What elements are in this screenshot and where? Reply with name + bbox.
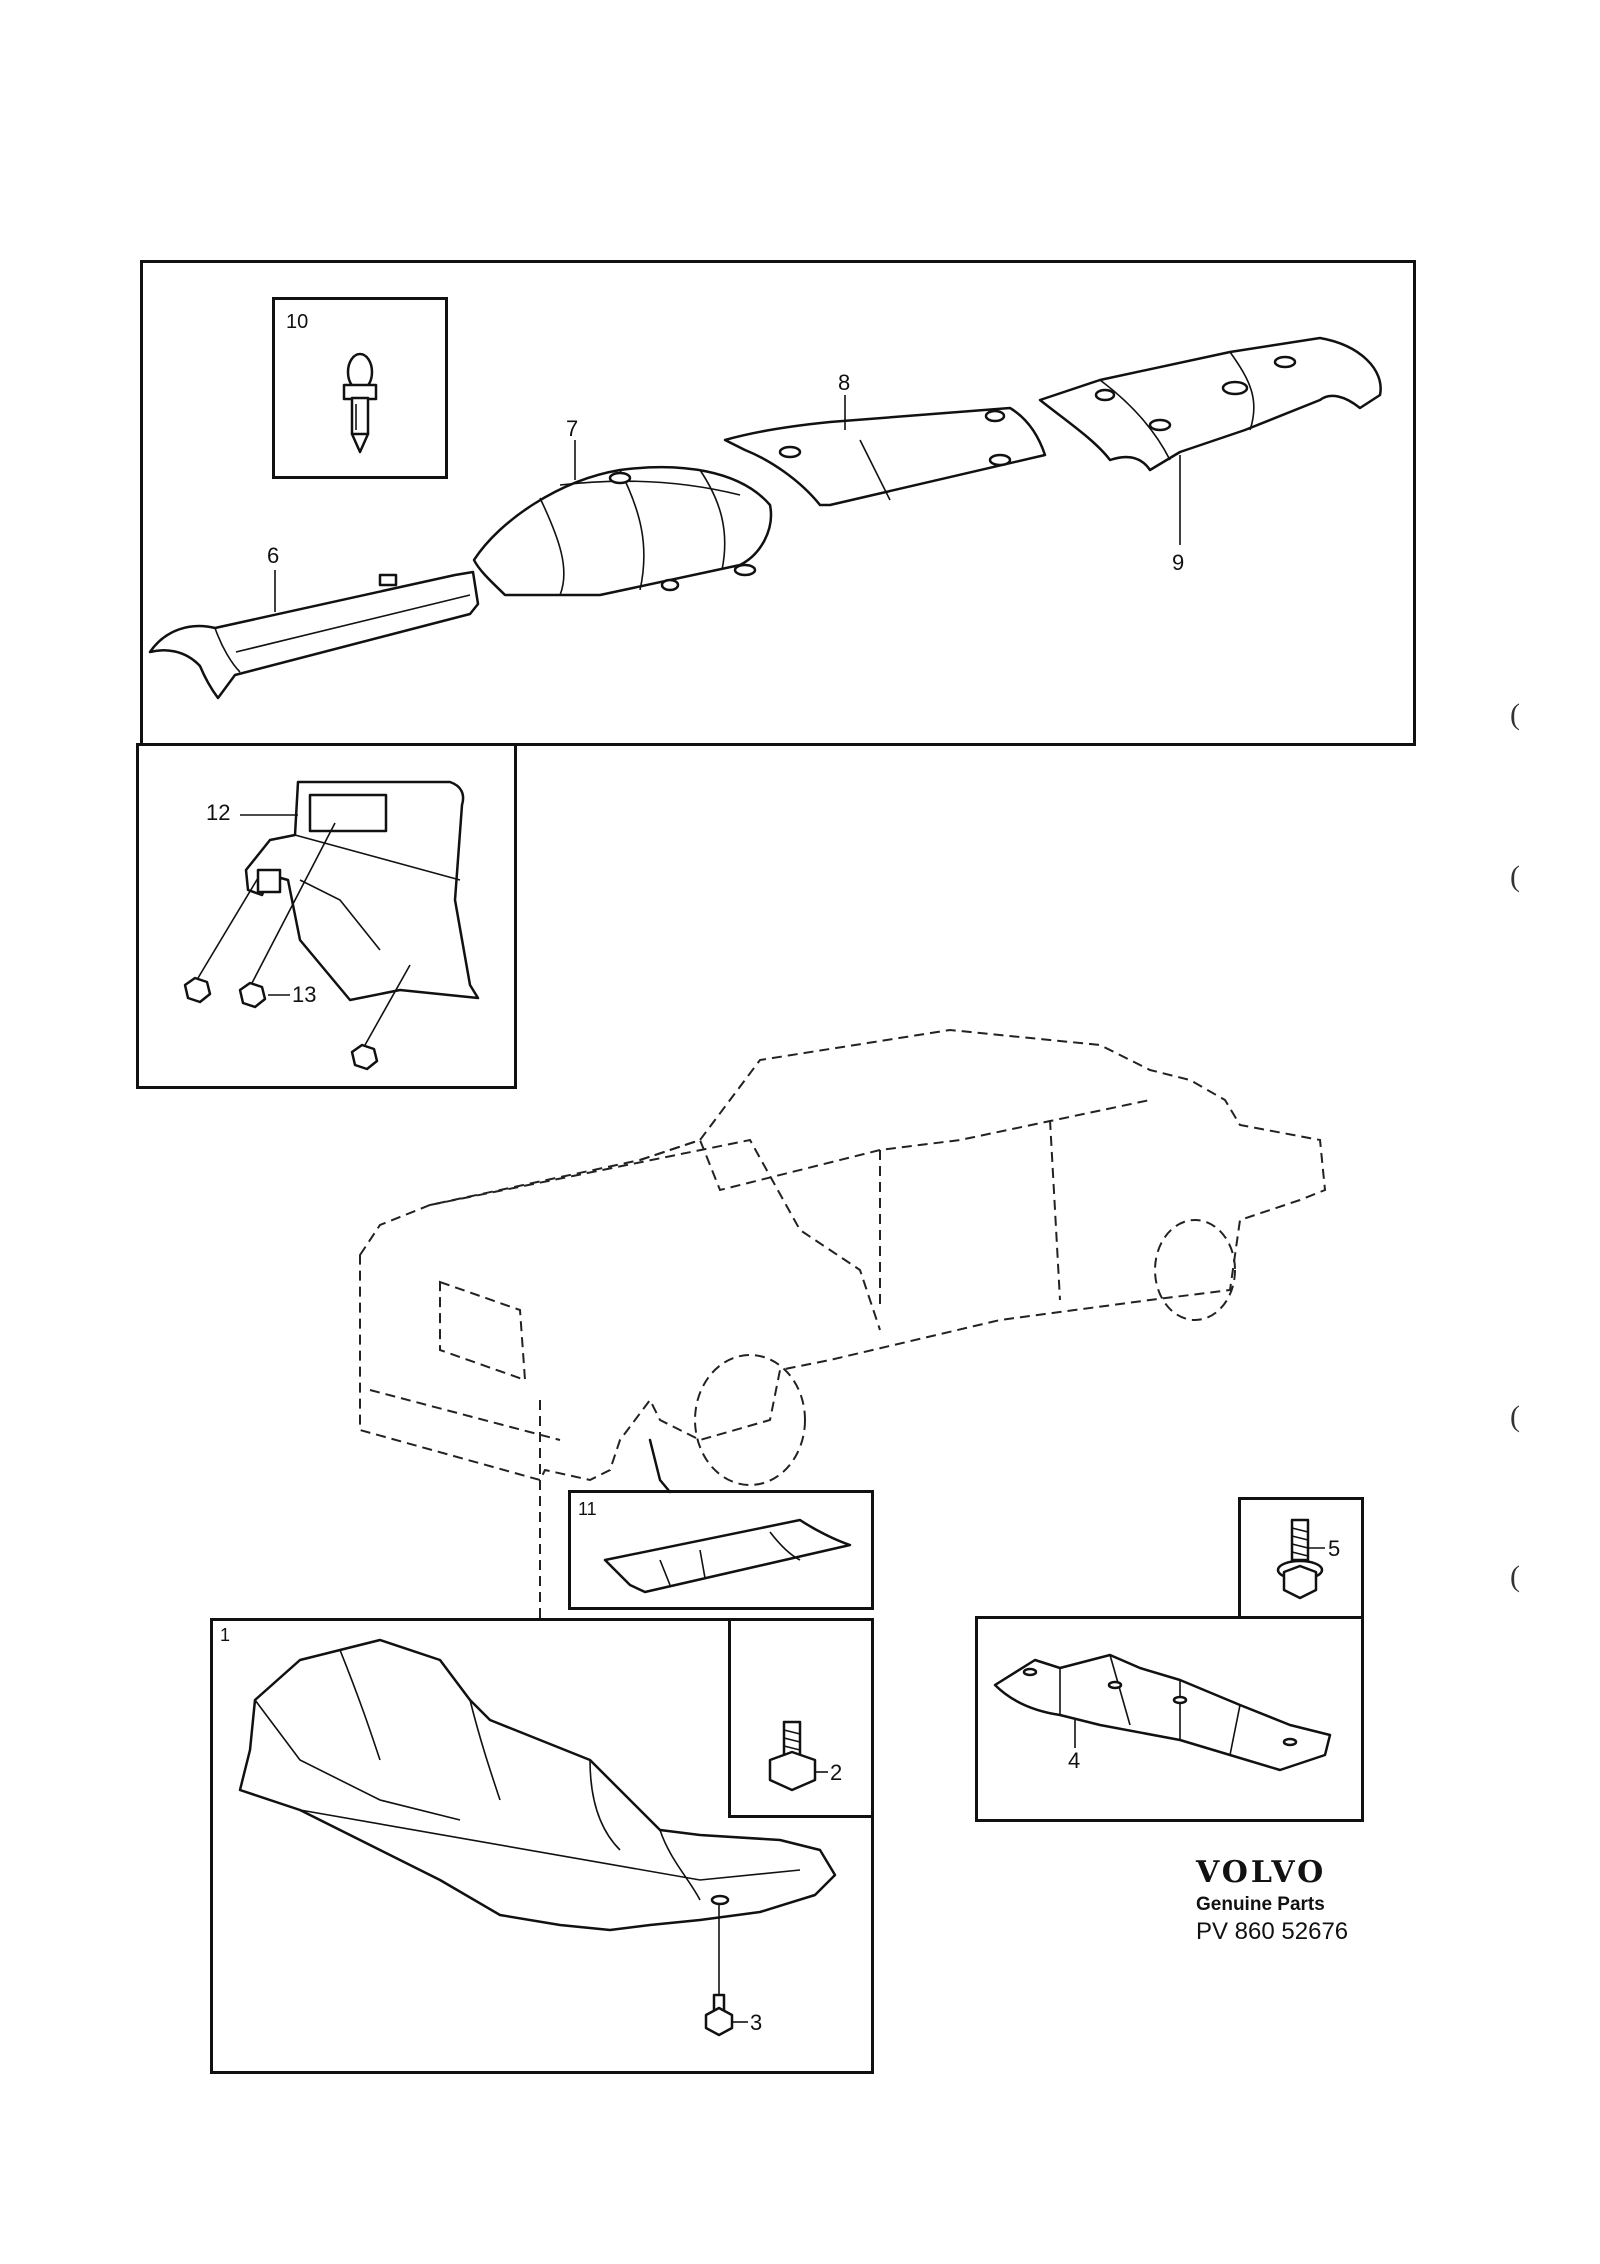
center-heat-shield-illustration [723, 406, 1047, 507]
brand-logo: VOLVO [1196, 1855, 1327, 1890]
callout-10: 10 [286, 311, 309, 333]
callout-7: 7 [566, 416, 579, 441]
bracket-panel [975, 1616, 1364, 1822]
car-outline-illustration [359, 1028, 1327, 1618]
bolt-inset-box [728, 1618, 874, 1818]
splash-guard-panel [136, 743, 517, 1089]
plate-11-illustration [603, 1518, 852, 1594]
margin-mark: ( [1510, 1400, 1520, 1433]
callout-13: 13 [292, 982, 317, 1007]
skid-plate-panel [210, 1618, 874, 2074]
flange-screw-illustration [1276, 1518, 1325, 1600]
leader-lines [274, 395, 1181, 612]
rear-heat-shield-illustration [1038, 336, 1382, 472]
margin-mark: ( [1510, 860, 1520, 893]
catalyst-heat-shield-illustration [472, 465, 773, 597]
part-number-code: PV 860 52676 [1196, 1918, 1349, 1945]
bolt-illustration [768, 1720, 828, 1792]
bracket-illustration [993, 1653, 1332, 1772]
callout-2: 2 [830, 1760, 843, 1785]
callout-8: 8 [838, 370, 851, 395]
push-clip-illustration [342, 352, 378, 454]
clip-inset-box [272, 297, 448, 479]
callout-11: 11 [578, 1499, 597, 1519]
splash-guard-illustration [244, 780, 480, 1002]
margin-mark: ( [1510, 1560, 1520, 1593]
screw-illustration [704, 1905, 748, 2037]
callout-1: 1 [220, 1625, 231, 1645]
callout-9: 9 [1172, 550, 1185, 575]
part-11-box [568, 1490, 874, 1610]
callout-4: 4 [1068, 1748, 1081, 1773]
callout-6: 6 [267, 543, 280, 568]
heat-shield-panel [140, 260, 1416, 746]
tunnel-heat-shield-illustration [148, 570, 480, 700]
margin-mark: ( [1510, 698, 1520, 731]
callout-12: 12 [206, 800, 231, 825]
callout-3: 3 [750, 2010, 763, 2035]
nuts-illustration [183, 814, 411, 1071]
callout-5: 5 [1328, 1536, 1341, 1561]
brand-block: VOLVO Genuine Parts PV 860 52676 [1196, 1855, 1376, 1946]
skid-plate-illustration [238, 1638, 837, 1932]
brand-subtitle: Genuine Parts [1196, 1894, 1325, 1915]
